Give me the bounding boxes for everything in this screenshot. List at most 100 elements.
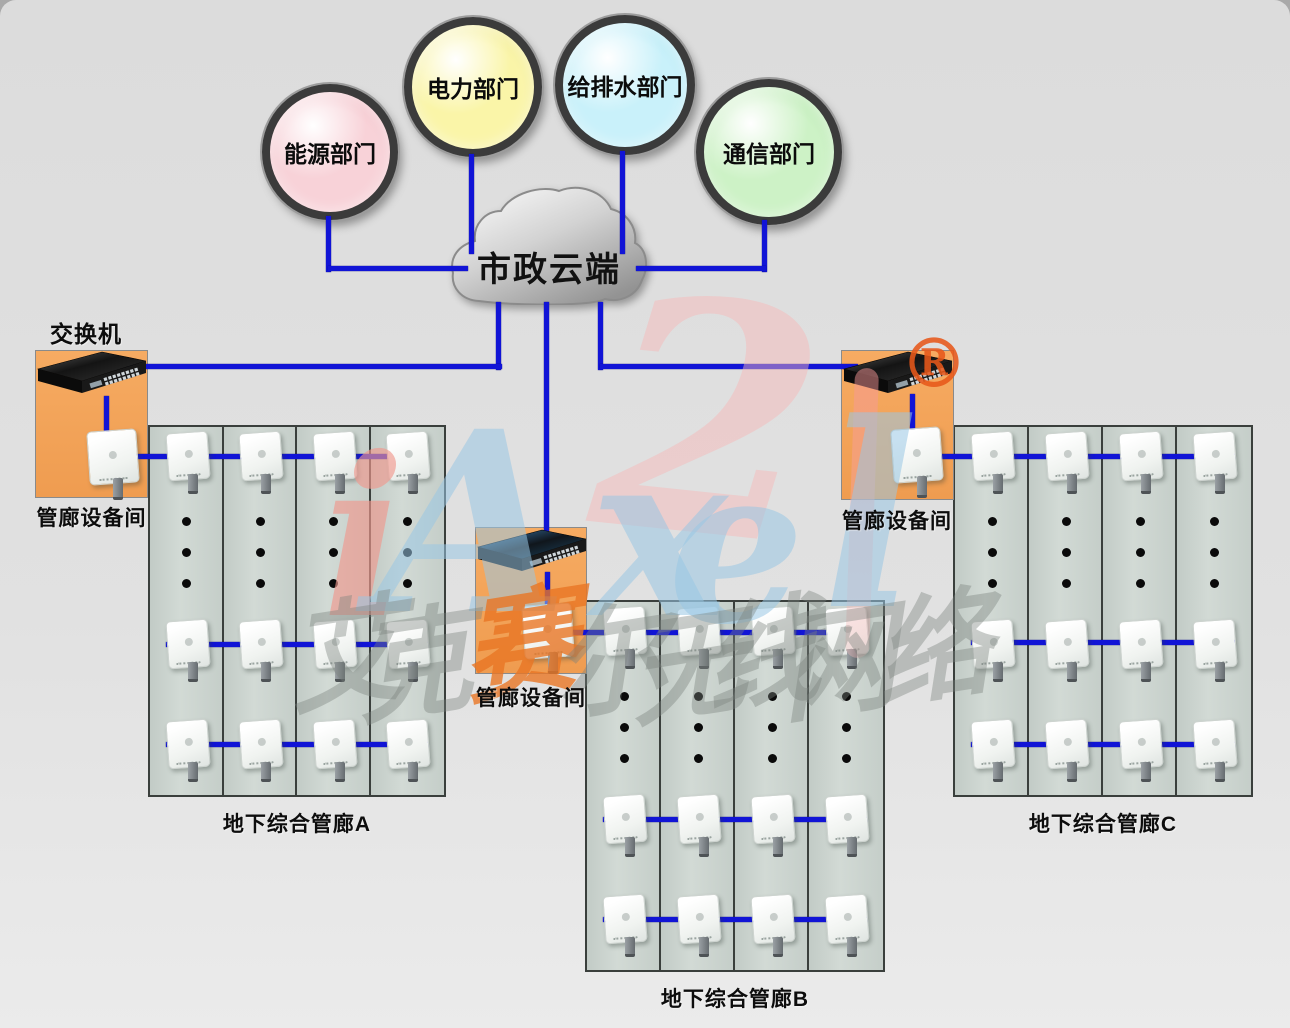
ap-mount [772,937,783,957]
ap-device [238,618,284,682]
ellipsis-dot [693,722,703,732]
link-energy-down [326,216,331,272]
ap-mount [261,662,272,682]
ellipsis-dot [329,516,339,526]
ap-mount [1214,474,1225,494]
ap-body [521,602,575,660]
ap-mount [187,662,198,682]
link-tunnel-b-row3 [603,917,867,922]
link-power-cloud [469,154,474,254]
ap-device [385,430,431,494]
ellipsis-dot [182,547,192,557]
ellipsis-dot [841,753,851,763]
ap-mount [1066,662,1077,682]
link-cloud-switch-c [600,364,858,369]
network-switch-b [476,529,587,571]
ap-device [1044,718,1090,782]
ap-device-room-a [86,428,140,500]
ap-mount [992,474,1003,494]
ap-device-room-b [521,602,575,674]
ap-device [602,605,648,669]
ap-device [750,605,796,669]
ap-device [970,718,1016,782]
ap-mount [547,652,558,674]
ap-device [1192,718,1238,782]
ap-mount [624,937,635,957]
ap-device [824,793,870,857]
ap-device [676,793,722,857]
equipment-room-a-label: 管廊设备间 [36,507,147,530]
ellipsis-dot [619,691,629,701]
ap-mount [187,474,198,494]
ap-device [312,718,358,782]
ellipsis-dot [402,516,412,526]
switch-label: 交换机 [50,321,122,347]
ap-mount [1140,762,1151,782]
ap-device [165,718,211,782]
ap-device-room-c [890,426,944,498]
dept-label-telecom: 通信部门 [723,141,815,167]
ellipsis-dot [841,691,851,701]
ellipsis-dot [329,547,339,557]
ap-mount [261,474,272,494]
ap-mount [1140,474,1151,494]
ap-device [1118,430,1164,494]
dept-label-water: 给排水部门 [567,74,683,100]
ap-device [676,605,722,669]
link-cloud-switch-a [112,364,502,369]
ap-device [1192,430,1238,494]
ap-mount [408,474,419,494]
link-tunnel-a-row3 [166,742,428,747]
equipment-room-c-label: 管廊设备间 [842,510,952,533]
link-tunnel-a-row2 [166,642,428,647]
ap-mount [334,762,345,782]
ellipsis-dot [767,753,777,763]
link-energy-cloud [328,266,468,271]
link-cloud-branch-a [496,302,501,370]
ap-device [602,793,648,857]
ap-mount [698,649,709,669]
link-tunnel-c-row3 [971,742,1235,747]
ap-device [1118,618,1164,682]
ap-mount [846,649,857,669]
ellipsis-dot [1061,578,1071,588]
link-telecom-cloud [636,266,766,271]
dept-circle-power: 电力部门 [404,17,542,157]
ap-device [312,618,358,682]
ap-device [970,430,1016,494]
link-switch-ap-a [104,396,109,436]
ellipsis-dot [693,691,703,701]
network-switch-a [36,351,147,393]
ap-device [824,893,870,957]
ap-device [1118,718,1164,782]
ap-mount [408,762,419,782]
ellipsis-dot [1135,578,1145,588]
ap-mount [1066,762,1077,782]
ellipsis-dot [1135,547,1145,557]
dept-circle-energy: 能源部门 [262,84,398,220]
ap-mount [261,762,272,782]
ap-device [1192,618,1238,682]
ap-device [385,718,431,782]
ap-device [750,893,796,957]
link-switch-ap-c [910,394,915,434]
cloud-shape [451,186,648,305]
ap-device [385,618,431,682]
dept-label-energy: 能源部门 [284,141,376,167]
cloud-label: 市政云端 [477,251,621,289]
link-tunnel-b-row2 [603,817,867,822]
ap-mount [408,662,419,682]
ap-mount [846,937,857,957]
ap-mount [624,649,635,669]
ap-mount [698,837,709,857]
ellipsis-dot [1135,516,1145,526]
ap-device [312,430,358,494]
ap-device [602,893,648,957]
ellipsis-dot [182,578,192,588]
ellipsis-dot [402,578,412,588]
ap-device [750,793,796,857]
ap-device [238,718,284,782]
ellipsis-dot [987,516,997,526]
ap-device [1044,430,1090,494]
